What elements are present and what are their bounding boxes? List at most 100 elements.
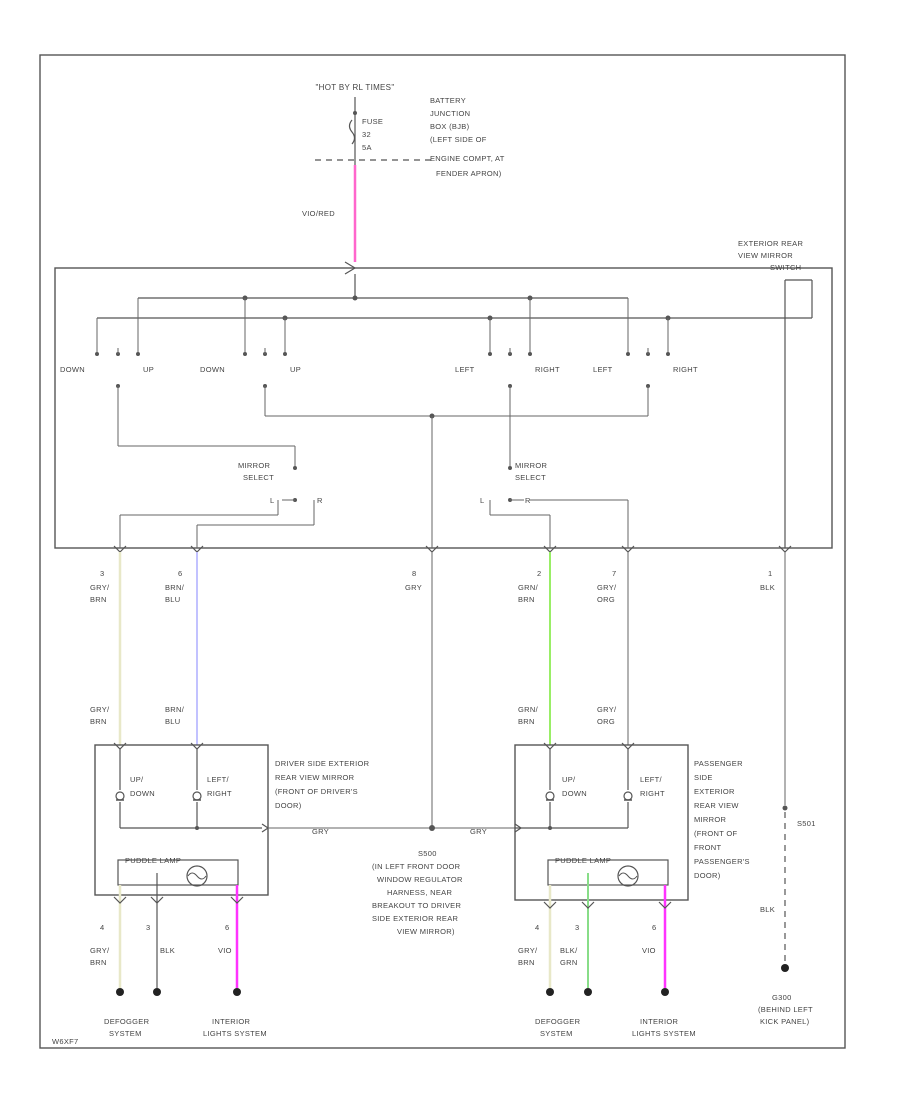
harness-connectors [113,545,792,553]
svg-text:7: 7 [612,569,616,578]
svg-text:MIRROR: MIRROR [238,461,270,470]
svg-text:GRN: GRN [560,958,578,967]
svg-text:VIO: VIO [642,946,656,955]
svg-text:8: 8 [412,569,416,578]
svg-text:BRN/: BRN/ [165,583,185,592]
svg-text:3: 3 [575,923,579,932]
mirror-select-left-label: MIRROR SELECT [238,461,274,482]
driver-puddle-lamp-icon [186,865,208,887]
svg-text:4: 4 [535,923,539,932]
passenger-pin-labels: 4 3 6 GRY/ BRN BLK/ GRN VIO [518,923,656,967]
svg-text:ENGINE COMPT, AT: ENGINE COMPT, AT [430,154,505,163]
diagram-code: W6XF7 [52,1037,79,1046]
passenger-left-right-motor-icon [623,791,633,801]
svg-text:DOWN: DOWN [60,365,85,374]
svg-text:BRN: BRN [518,595,535,604]
driver-puddle-lamp-box [117,859,239,886]
svg-text:GRN/: GRN/ [518,705,539,714]
svg-text:LIGHTS SYSTEM: LIGHTS SYSTEM [632,1029,696,1038]
hot-label: "HOT BY RL TIMES" [316,83,395,92]
driver-defogger-dest: DEFOGGER SYSTEM [104,1017,150,1038]
svg-text:(IN LEFT FRONT DOOR: (IN LEFT FRONT DOOR [372,862,461,871]
svg-text:UP: UP [290,365,301,374]
svg-text:FENDER APRON): FENDER APRON) [436,169,502,178]
svg-text:BRN: BRN [90,958,107,967]
svg-text:GRN/: GRN/ [518,583,539,592]
svg-text:ORG: ORG [597,717,615,726]
svg-text:FRONT: FRONT [694,843,721,852]
switch-contacts [95,352,670,388]
svg-text:G300: G300 [772,993,792,1002]
svg-text:DEFOGGER: DEFOGGER [535,1017,581,1026]
svg-text:ORG: ORG [597,595,615,604]
svg-text:SELECT: SELECT [515,473,546,482]
splice-description: S500 (IN LEFT FRONT DOOR WINDOW REGULATO… [372,849,463,936]
svg-text:2: 2 [537,569,541,578]
svg-text:SYSTEM: SYSTEM [540,1029,573,1038]
svg-text:REAR VIEW: REAR VIEW [694,801,739,810]
svg-text:BOX (BJB): BOX (BJB) [430,122,470,131]
svg-text:3: 3 [146,923,150,932]
svg-text:EXTERIOR: EXTERIOR [694,787,735,796]
svg-text:SWITCH: SWITCH [770,263,801,272]
svg-text:(FRONT OF DRIVER'S: (FRONT OF DRIVER'S [275,787,358,796]
svg-text:SIDE EXTERIOR REAR: SIDE EXTERIOR REAR [372,914,459,923]
passenger-mirror-box [514,744,689,901]
svg-text:BLK: BLK [160,946,175,955]
svg-text:6: 6 [225,923,229,932]
svg-text:6: 6 [178,569,182,578]
svg-text:GRY/: GRY/ [90,705,110,714]
svg-text:RIGHT: RIGHT [207,789,232,798]
svg-text:EXTERIOR REAR: EXTERIOR REAR [738,239,803,248]
svg-text:GRY/: GRY/ [597,583,617,592]
driver-left-right-motor-icon [192,791,202,801]
svg-text:BREAKOUT TO DRIVER: BREAKOUT TO DRIVER [372,901,461,910]
svg-text:BRN: BRN [90,595,107,604]
svg-text:RIGHT: RIGHT [673,365,698,374]
svg-text:DOWN: DOWN [562,789,587,798]
driver-interior-lights-dest: INTERIOR LIGHTS SYSTEM [203,1017,267,1038]
svg-text:LEFT: LEFT [455,365,475,374]
svg-text:BLK: BLK [760,583,775,592]
svg-text:MIRROR: MIRROR [694,815,726,824]
passenger-mirror-description: PASSENGER SIDE EXTERIOR REAR VIEW MIRROR… [694,759,750,880]
svg-text:BLU: BLU [165,595,181,604]
svg-text:HARNESS, NEAR: HARNESS, NEAR [387,888,452,897]
svg-text:4: 4 [100,923,104,932]
driver-puddle-label: PUDDLE LAMP [125,856,181,865]
splice-s501 [782,805,788,811]
svg-text:VIEW MIRROR): VIEW MIRROR) [397,927,455,936]
svg-text:REAR VIEW MIRROR: REAR VIEW MIRROR [275,773,355,782]
driver-up-down-motor-icon [115,791,125,801]
svg-text:DOOR): DOOR) [275,801,302,810]
exterior-mirror-switch [54,267,833,549]
svg-text:BRN: BRN [518,958,535,967]
passenger-motor1-label: UP/ [562,775,576,784]
svg-text:DOOR): DOOR) [694,871,721,880]
svg-text:BRN/: BRN/ [165,705,185,714]
switch-levers [117,348,649,354]
passenger-puddle-label: PUDDLE LAMP [555,856,611,865]
svg-text:LIGHTS SYSTEM: LIGHTS SYSTEM [203,1029,267,1038]
svg-text:GRY/: GRY/ [518,946,538,955]
svg-text:UP: UP [143,365,154,374]
svg-text:DOWN: DOWN [200,365,225,374]
ground-splice-label: S501 [797,819,816,828]
fuse-label: FUSE [362,117,383,126]
svg-text:(FRONT OF: (FRONT OF [694,829,738,838]
driver-mirror-box [94,744,269,896]
svg-text:GRY/: GRY/ [90,583,110,592]
passenger-up-down-motor-icon [545,791,555,801]
svg-text:SIDE: SIDE [694,773,713,782]
switch-position-labels: DOWN UP DOWN UP LEFT RIGHT LEFT RIGHT [60,365,698,374]
switch-contact-drops [96,298,669,352]
svg-text:DEFOGGER: DEFOGGER [104,1017,150,1026]
svg-text:GRY/: GRY/ [90,946,110,955]
svg-text:BRN: BRN [90,717,107,726]
passenger-motor2-label: LEFT/ [640,775,663,784]
select-left-l: L [270,496,274,505]
svg-text:RIGHT: RIGHT [535,365,560,374]
svg-text:VIEW MIRROR: VIEW MIRROR [738,251,793,260]
ground-description: G300 (BEHIND LEFT KICK PANEL) [758,993,813,1026]
passenger-defogger-dest: DEFOGGER SYSTEM [535,1017,581,1038]
